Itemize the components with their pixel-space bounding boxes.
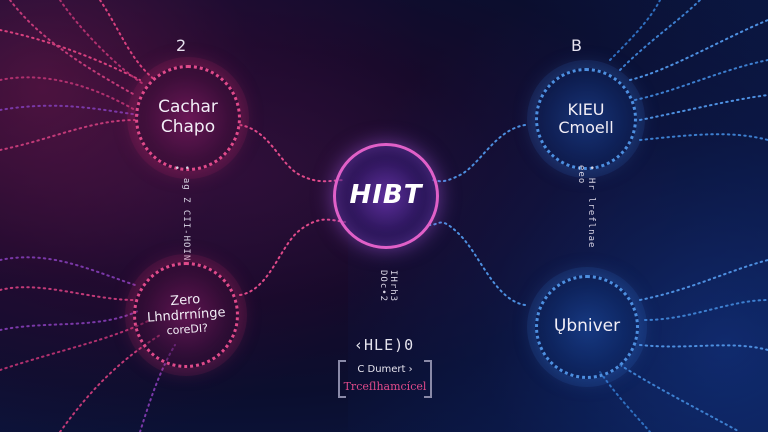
vertical-text-left: • ag Z CII-HOIN • (171, 165, 191, 262)
node-top-left[interactable]: Cachar Chapo (135, 65, 241, 171)
node-label-line: Chapo (160, 117, 216, 137)
node-label-line: Cmoell (558, 118, 614, 137)
node-top-right[interactable]: KIEU Cmoell (535, 68, 637, 170)
node-label-bottom-left: Zero Lhndrrnínge coreDI? (145, 291, 226, 339)
node-number-top-left: 2 (176, 36, 187, 55)
bracket-box-row1: C Dumert › (340, 364, 430, 375)
vertical-text-center: IHrh3 DOc•2 (378, 270, 398, 303)
node-label-line: Cachar (158, 97, 218, 118)
node-center[interactable]: HIBT (333, 143, 439, 249)
node-bottom-right[interactable]: Ųbniver (535, 275, 639, 379)
node-label-top-right: KIEU Cmoell (558, 99, 614, 138)
node-number-top-right: B (571, 36, 582, 55)
left-paren-icon: C (357, 364, 365, 375)
chevron-right-icon: › (408, 364, 413, 375)
node-label-bottom-right: Ųbniver (553, 316, 621, 337)
bracket-box[interactable]: C Dumert › Trceſlhamcícel (338, 360, 432, 398)
node-label-top-left: Cachar Chapo (158, 98, 218, 137)
bracket-corner (340, 396, 346, 398)
vertical-text-right: • Hr lreflnae eeo (576, 165, 596, 249)
bracket-corner (424, 396, 430, 398)
bracket-box-row2: Trceſlhamcícel (343, 380, 427, 393)
code-label: ‹HLE)0 (354, 336, 415, 354)
bracket-corner (424, 360, 430, 362)
bracket-corner (340, 360, 346, 362)
bracket-box-text: Dumert (367, 364, 406, 375)
node-bottom-left[interactable]: Zero Lhndrrnínge coreDI? (133, 262, 239, 368)
node-label-line: KIEU (567, 99, 605, 119)
node-label-center: HIBT (349, 180, 423, 211)
